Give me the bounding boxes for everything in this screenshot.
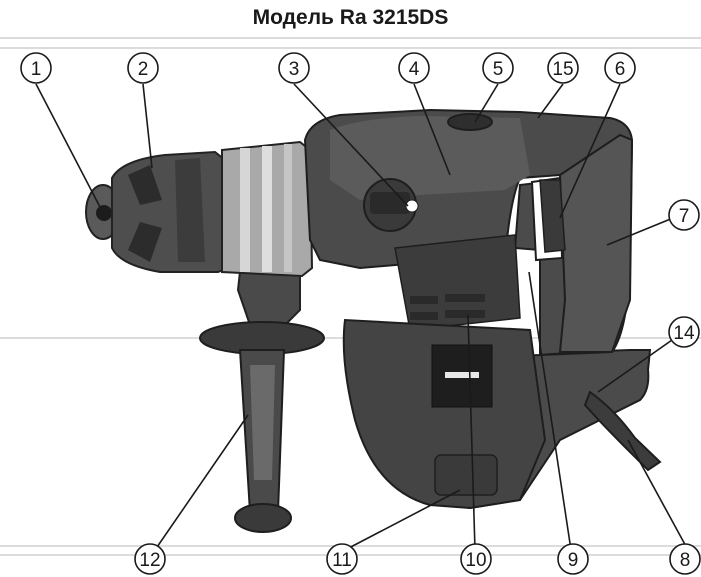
callout-label: 9 — [568, 550, 579, 571]
callout-label: 2 — [138, 59, 149, 80]
callout-5: 5 — [482, 52, 514, 84]
tool-illustration — [85, 108, 662, 533]
power-cord — [583, 390, 662, 472]
callout-12: 12 — [134, 543, 166, 575]
trigger — [539, 179, 566, 253]
callout-label: 4 — [409, 59, 420, 80]
callout-6: 6 — [604, 52, 636, 84]
callout-8: 8 — [669, 543, 701, 575]
callout-4: 4 — [398, 52, 430, 84]
rear-handle — [558, 133, 634, 353]
callout-label: 7 — [679, 206, 690, 227]
callout-14: 14 — [668, 316, 700, 348]
diagram-title: Модель Ra 3215DS — [252, 6, 449, 29]
callout-3: 3 — [278, 52, 310, 84]
callout-label: 11 — [332, 550, 352, 571]
callout-label: 15 — [552, 59, 573, 80]
cable-guard — [434, 454, 498, 496]
callout-label: 3 — [289, 59, 300, 80]
callout-15: 15 — [547, 52, 579, 84]
callout-7: 7 — [668, 199, 700, 231]
callout-label: 12 — [139, 550, 160, 571]
callout-2: 2 — [127, 52, 159, 84]
callout-11: 11 — [326, 543, 358, 575]
leader-lines — [35, 83, 689, 551]
callout-label: 6 — [615, 59, 626, 80]
callout-label: 8 — [680, 550, 691, 571]
callout-1: 1 — [20, 52, 52, 84]
callout-10: 10 — [460, 543, 492, 575]
callout-label: 10 — [465, 550, 486, 571]
callout-9: 9 — [557, 543, 589, 575]
callout-label: 1 — [31, 59, 42, 80]
chuck-body — [111, 150, 230, 273]
vent-grille — [394, 234, 521, 331]
callout-label: 5 — [493, 59, 504, 80]
callout-label: 14 — [673, 323, 695, 344]
top-button — [447, 113, 493, 131]
